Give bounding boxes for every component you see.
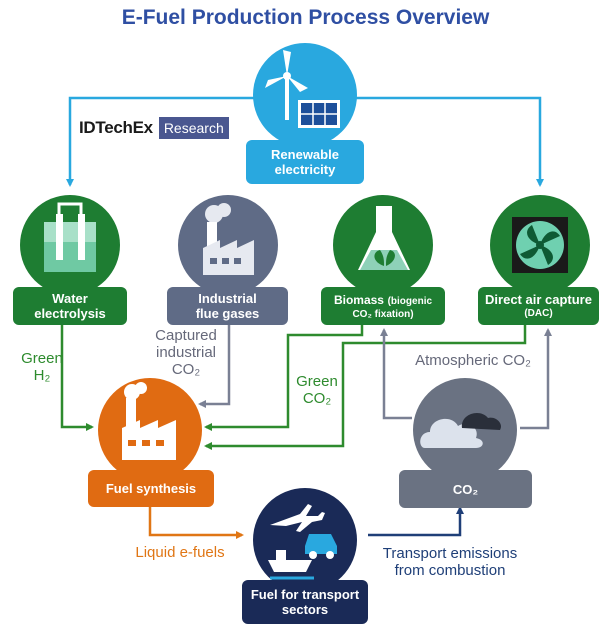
arrow-green-co2-from-biomass [204,324,364,431]
flow-captured-co2: Captured industrial CO₂ [141,327,231,378]
dac-node [478,195,599,325]
industrial-node [167,195,288,325]
renewable-label: Renewable electricity [246,140,364,184]
renewable-label-line2: electricity [274,162,336,177]
flow-transport-emissions: Transport emissions from combustion [360,545,540,579]
flow-liquid-efuels: Liquid e-fuels [120,544,240,561]
co2-label: CO₂ [399,470,532,508]
transport-label-line1: Fuel for transport [250,587,360,602]
ship-icon [268,550,314,580]
fan-icon [512,217,568,273]
flow-atmospheric-co2: Atmospheric CO₂ [398,352,548,369]
wind-turbine-icon [265,50,308,120]
logo-brand: IDTechEx [79,118,153,137]
transport-label-line2: sectors [281,602,329,617]
synthesis-node [88,378,214,507]
airplane-icon [270,504,325,532]
biomass-label: Biomass (biogenic CO₂ fixation) [321,287,445,325]
arrow-liquid-efuels [148,507,244,539]
idtechex-logo: IDTechEx Research [79,117,229,139]
flow-captured-line1: Captured [155,327,217,344]
factory-icon [203,203,254,275]
transport-node [242,488,368,624]
dac-label-line1: Direct air capture [485,292,592,307]
industrial-label-line1: Industrial [198,291,257,306]
dac-label-line2: (DAC) [524,308,553,319]
flow-atmospheric-line1: Atmospheric CO₂ [415,352,531,369]
dac-label: Direct air capture (DAC) [478,287,599,325]
flow-green-h2: Green H₂ [14,350,70,384]
renewable-label-line1: Renewable [271,147,339,162]
arrow-renewable-to-dac [355,96,544,187]
co2-node [399,378,532,508]
flow-liquid-line1: Liquid e-fuels [135,544,225,561]
industrial-label: Industrial flue gases [167,287,288,325]
arrow-renewable-to-water [66,96,255,187]
synthesis-label-line1: Fuel synthesis [105,481,197,496]
co2-label-line1: CO₂ [452,481,479,497]
water-label: Water electrolysis [13,287,127,325]
biomass-label-main: Biomass [333,292,384,307]
arrow-captured-co2 [198,325,231,408]
flow-emissions-line1: Transport emissions [382,545,518,562]
flow-captured-line3: CO₂ [171,361,201,378]
arrow-co2-to-dac [520,328,552,430]
industrial-label-line2: flue gases [195,306,260,321]
synthesis-label: Fuel synthesis [88,470,214,507]
transport-label: Fuel for transport sectors [242,580,368,624]
flow-green-h2-line1: Green [21,350,63,367]
solar-panel-icon [298,100,340,128]
water-label-line1: Water [52,291,88,306]
electrolysis-tank-icon [44,202,96,272]
flow-green-co2-line1: Green [296,373,338,390]
flow-green-h2-line2: H₂ [33,367,51,384]
flask-icon [358,206,410,270]
arrow-co2-to-biomass [380,328,412,420]
page-title: E-Fuel Production Process Overview [121,6,490,29]
water-node [13,195,127,325]
biomass-node [321,195,445,325]
factory-icon [122,382,176,460]
renewable-node [246,43,364,184]
flow-green-co2: Green CO₂ [292,373,342,407]
car-icon [305,534,337,559]
arrow-green-co2-from-dac [204,325,527,450]
flow-captured-line2: industrial [155,344,217,361]
arrow-transport-emissions [368,506,464,537]
arrow-green-h2 [60,325,94,431]
logo-tag: Research [158,117,229,139]
biomass-label-line2: CO₂ fixation) [352,308,414,320]
flow-emissions-line2: from combustion [394,562,506,579]
cloud-icon [420,413,502,448]
biomass-label-paren: (biogenic [387,295,433,307]
connectors [60,96,552,539]
flow-green-co2-line2: CO₂ [302,390,332,407]
water-label-line2: electrolysis [34,306,106,321]
